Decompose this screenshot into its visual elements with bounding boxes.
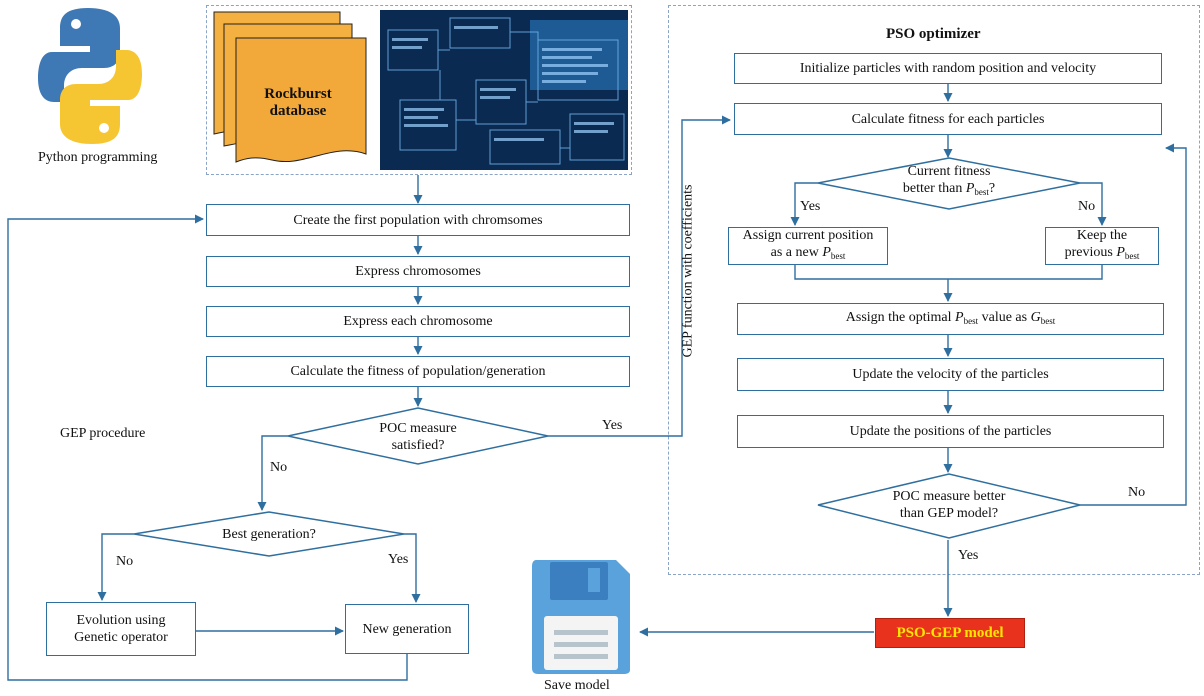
calculate-fitness-particles-text: Calculate fitness for each particles [851,111,1045,127]
evolution-box: Evolution using Genetic operator [46,602,196,656]
express-each-box: Express each chromosome [206,306,630,337]
create-population-box: Create the first population with chromso… [206,204,630,236]
current-fitness-no-label: No [1078,199,1096,214]
database-document-icon [212,10,378,170]
initialize-particles-box: Initialize particles with random positio… [734,53,1162,84]
express-each-text: Express each chromosome [343,314,493,329]
database-title: Rockburst database [248,86,348,120]
poc-satisfied-no-label: No [270,460,288,475]
update-positions-box: Update the positions of the particles [737,415,1164,448]
update-velocity-text: Update the velocity of the particles [852,367,1049,382]
assign-current-position-box: Assign current position as a new Pbest [728,227,888,265]
calculate-fitness-text: Calculate the fitness of population/gene… [290,364,546,379]
new-generation-text: New generation [362,621,452,637]
assign-current-position-line1: Assign current position [742,228,874,243]
update-positions-text: Update the positions of the particles [849,424,1052,439]
express-chromosomes-box: Express chromosomes [206,256,630,287]
best-generation-no-label: No [116,554,134,569]
current-fitness-yes-label: Yes [800,199,821,214]
pso-gep-model-text: PSO-GEP model [896,624,1004,641]
database-title-line2: database [269,103,327,119]
new-generation-box: New generation [345,604,469,654]
database-region [206,5,632,175]
poc-better-no-label: No [1128,485,1146,500]
poc-better-text: POC measure better than GEP model? [864,488,1034,522]
pso-gep-model-box: PSO-GEP model [875,618,1025,648]
gep-procedure-label: GEP procedure [60,426,146,441]
keep-previous-box: Keep the previous Pbest [1045,227,1159,265]
best-generation-text: Best generation? [222,527,316,542]
python-label: Python programming [38,150,158,165]
current-fitness-text: Current fitness better than Pbest? [869,163,1029,201]
calculate-fitness-box: Calculate the fitness of population/gene… [206,356,630,387]
create-population-text: Create the first population with chromso… [293,212,543,228]
keep-previous-line1: Keep the [1076,228,1128,243]
current-fitness-diamond [817,157,1081,210]
save-model-label: Save model [544,678,610,693]
current-fitness-line1: Current fitness [907,164,991,179]
python-logo-icon [38,6,142,146]
gep-function-label: GEP function with coefficients [680,184,696,358]
assign-optimal-text: Assign the optimal Pbest value as Gbest [845,309,1056,326]
poc-satisfied-line1: POC measure [379,421,457,436]
poc-satisfied-text: POC measure satisfied? [348,420,488,454]
pso-title: PSO optimizer [886,26,981,42]
poc-better-diamond [817,473,1081,539]
poc-satisfied-diamond [287,407,549,465]
best-generation-yes-label: Yes [388,552,409,567]
pso-region [668,5,1200,575]
current-fitness-line2: better than Pbest? [902,181,996,197]
evolution-line2: Genetic operator [74,630,168,645]
poc-better-line1: POC measure better [892,489,1006,504]
assign-current-position-line2: as a new Pbest [770,245,846,261]
evolution-line1: Evolution using [76,613,166,628]
assign-optimal-box: Assign the optimal Pbest value as Gbest [737,303,1164,335]
initialize-particles-text: Initialize particles with random positio… [799,61,1097,76]
floppy-disk-icon [530,558,632,676]
poc-satisfied-yes-label: Yes [602,418,623,433]
best-generation-diamond [133,511,405,557]
database-schema-image [380,10,628,170]
poc-satisfied-line2: satisfied? [391,438,445,453]
update-velocity-box: Update the velocity of the particles [737,358,1164,391]
express-chromosomes-text: Express chromosomes [355,264,481,279]
database-title-line1: Rockburst [264,86,332,102]
calculate-fitness-particles-box: Calculate fitness for each particles [734,103,1162,135]
poc-better-line2: than GEP model? [899,506,999,521]
keep-previous-line2: previous Pbest [1064,245,1140,261]
poc-better-yes-label: Yes [958,548,979,563]
